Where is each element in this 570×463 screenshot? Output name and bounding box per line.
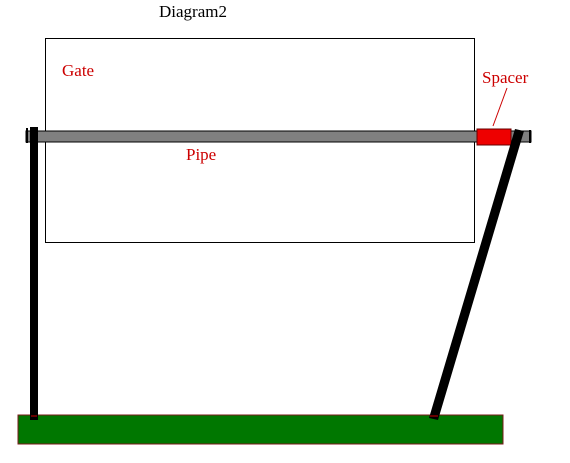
gate-label: Gate <box>62 61 95 80</box>
spacer-label: Spacer <box>482 68 529 87</box>
right-angled-post <box>429 129 524 420</box>
diagram-title: Diagram2 <box>159 2 227 21</box>
pipe-label: Pipe <box>186 145 217 164</box>
spacer-pointer-line <box>492 87 508 127</box>
ground-base <box>17 414 504 445</box>
pipe-bar <box>25 130 532 143</box>
left-post <box>30 127 38 420</box>
spacer-block <box>476 128 512 146</box>
